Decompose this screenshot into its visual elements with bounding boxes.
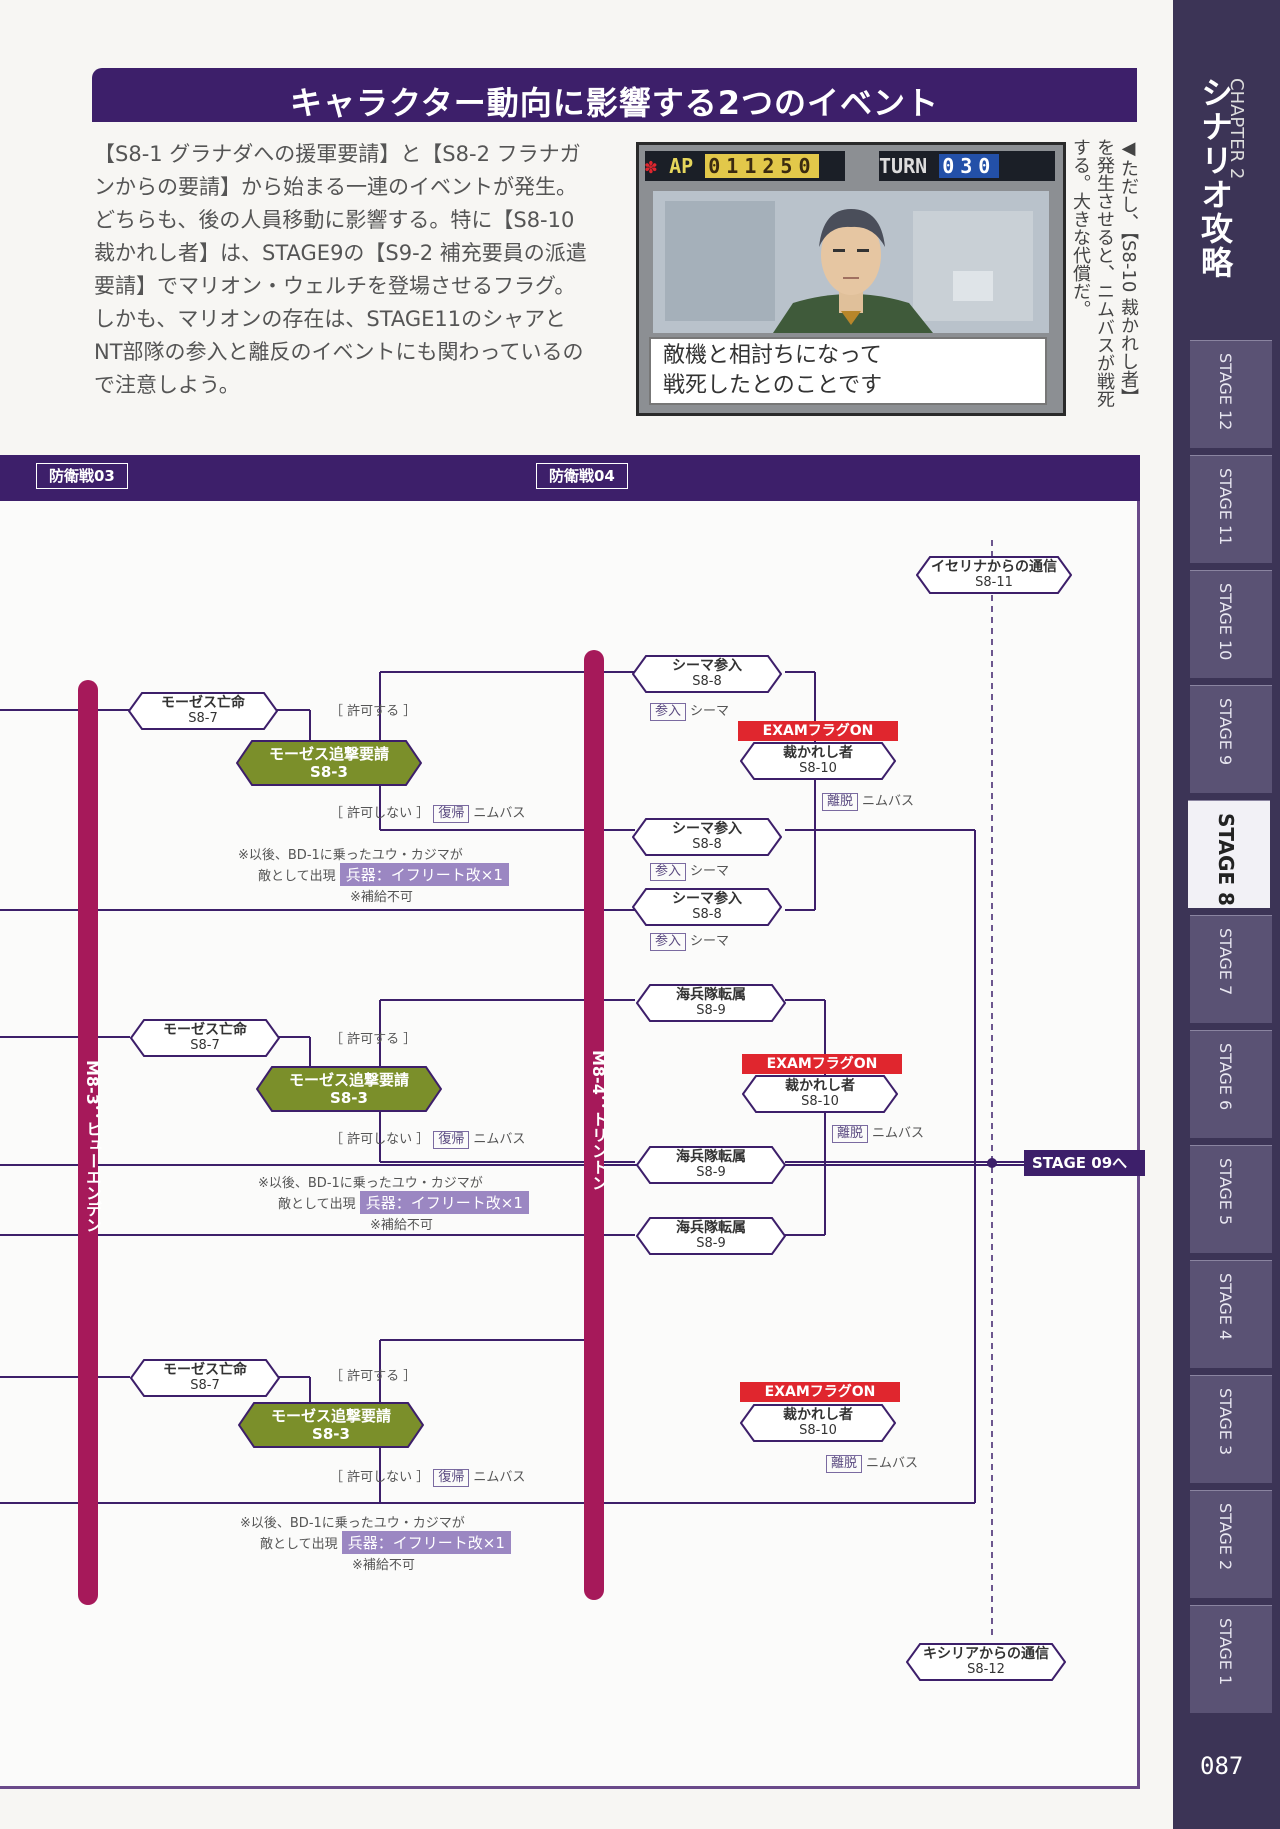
deny-row-3: ［ 許可しない ］ 復帰ニムバス [330,1469,526,1487]
allow-label-3: ［ 許可する ］ [330,1369,417,1384]
section-title: キャラクター動向に影響する2つのイベント [290,84,939,122]
weapon-badge-3: 兵器：イフリート改×1 [341,1531,511,1554]
stage-tab-4[interactable]: STAGE 4 [1190,1260,1272,1368]
stage-09-arrow: STAGE 09へ [1024,1150,1146,1176]
zeon-emblem-icon: ✽ [645,154,658,178]
turn-value: 030 [939,154,1000,178]
turn-label: TURN [879,154,928,178]
stage-tab-9[interactable]: STAGE 9 [1190,685,1272,793]
rail-label-torrington: M8-4：トリントン [589,1050,608,1191]
stage-tab-3[interactable]: STAGE 3 [1190,1375,1272,1483]
deny-row-2: ［ 許可しない ］ 復帰ニムバス [330,1131,526,1149]
chapter-label: CHAPTER 2 [1226,78,1247,180]
exam-flag-2: EXAMフラグON [742,1054,902,1074]
dialogue-line-2: 戦死したとのことです [663,373,883,398]
allow-label-1: ［ 許可する ］ [330,704,417,719]
phase-label-defense-03: 防衛戦03 [36,463,128,489]
seama-join-row-1: 参入シーマ [650,700,729,721]
ap-label: AP [669,154,694,178]
stage-tab-11[interactable]: STAGE 11 [1190,455,1272,563]
leave-row-2: 離脱ニムバス [832,1122,924,1143]
stage-tab-7[interactable]: STAGE 7 [1190,915,1272,1023]
seama-join-row-2: 参入シーマ [650,860,729,881]
note-row-2: ※以後、BD-1に乗ったユウ・カジマが 敵として出現 兵器：イフリート改×1 ※… [258,1172,529,1233]
dialogue-box: 敵機と相討ちになって 戦死したとのことです [649,337,1047,405]
intro-paragraph: 【S8-1 グラナダへの援軍要請】と【S8-2 フラナガンからの要請】から始まる… [94,142,587,397]
deny-row-1: ［ 許可しない ］ 復帰ニムバス [330,805,526,823]
seama-join-row-3: 参入シーマ [650,930,729,951]
screenshot-caption: ◀ただし、【S8-10 裁かれし者】を発生させると、ニムバスが戦死する。大きな代… [1070,138,1139,408]
section-title-bar: キャラクター動向に影響する2つのイベント [92,68,1137,122]
character-portrait [653,191,1049,333]
weapon-badge-2: 兵器：イフリート改×1 [359,1191,529,1214]
ap-value: 011250 [705,154,820,178]
phase-label-defense-04: 防衛戦04 [536,463,628,489]
stage-tab-5[interactable]: STAGE 5 [1190,1145,1272,1253]
turn-counter: TURN 030 [879,151,1055,181]
note-row-3: ※以後、BD-1に乗ったユウ・カジマが 敵として出現 兵器：イフリート改×1 ※… [240,1512,511,1573]
weapon-badge-1: 兵器：イフリート改×1 [339,863,509,886]
stage-tab-10[interactable]: STAGE 10 [1190,570,1272,678]
chapter-title: シナリオ攻略 [1196,76,1234,280]
rail-label-hughenden: M8-3：ヒューエンデン [83,1060,102,1233]
leave-row-3: 離脱ニムバス [826,1452,918,1473]
stage-tab-12[interactable]: STAGE 12 [1190,340,1272,448]
exam-flag-3: EXAMフラグON [740,1382,900,1402]
note-row-1: ※以後、BD-1に乗ったユウ・カジマが 敵として出現 兵器：イフリート改×1 ※… [238,844,509,905]
allow-label-2: ［ 許可する ］ [330,1032,417,1047]
exam-flag-1: EXAMフラグON [738,721,898,741]
dialogue-line-1: 敵機と相討ちになって [663,343,882,368]
stage-tab-1[interactable]: STAGE 1 [1190,1605,1272,1713]
stage-tab-6[interactable]: STAGE 6 [1190,1030,1272,1138]
page-number: 087 [1200,1752,1244,1780]
ap-counter: ✽ AP 011250 [645,151,845,181]
flow-lines [0,540,1030,1640]
stage-tab-2[interactable]: STAGE 2 [1190,1490,1272,1598]
stage-tab-8[interactable]: STAGE 8 [1188,800,1270,908]
leave-row-1: 離脱ニムバス [822,790,914,811]
flowchart-header: 防衛戦03 防衛戦04 [0,455,1140,501]
game-screenshot: ✽ AP 011250 TURN 030 敵機と相討ちになって 戦死したとのこと… [636,142,1066,416]
